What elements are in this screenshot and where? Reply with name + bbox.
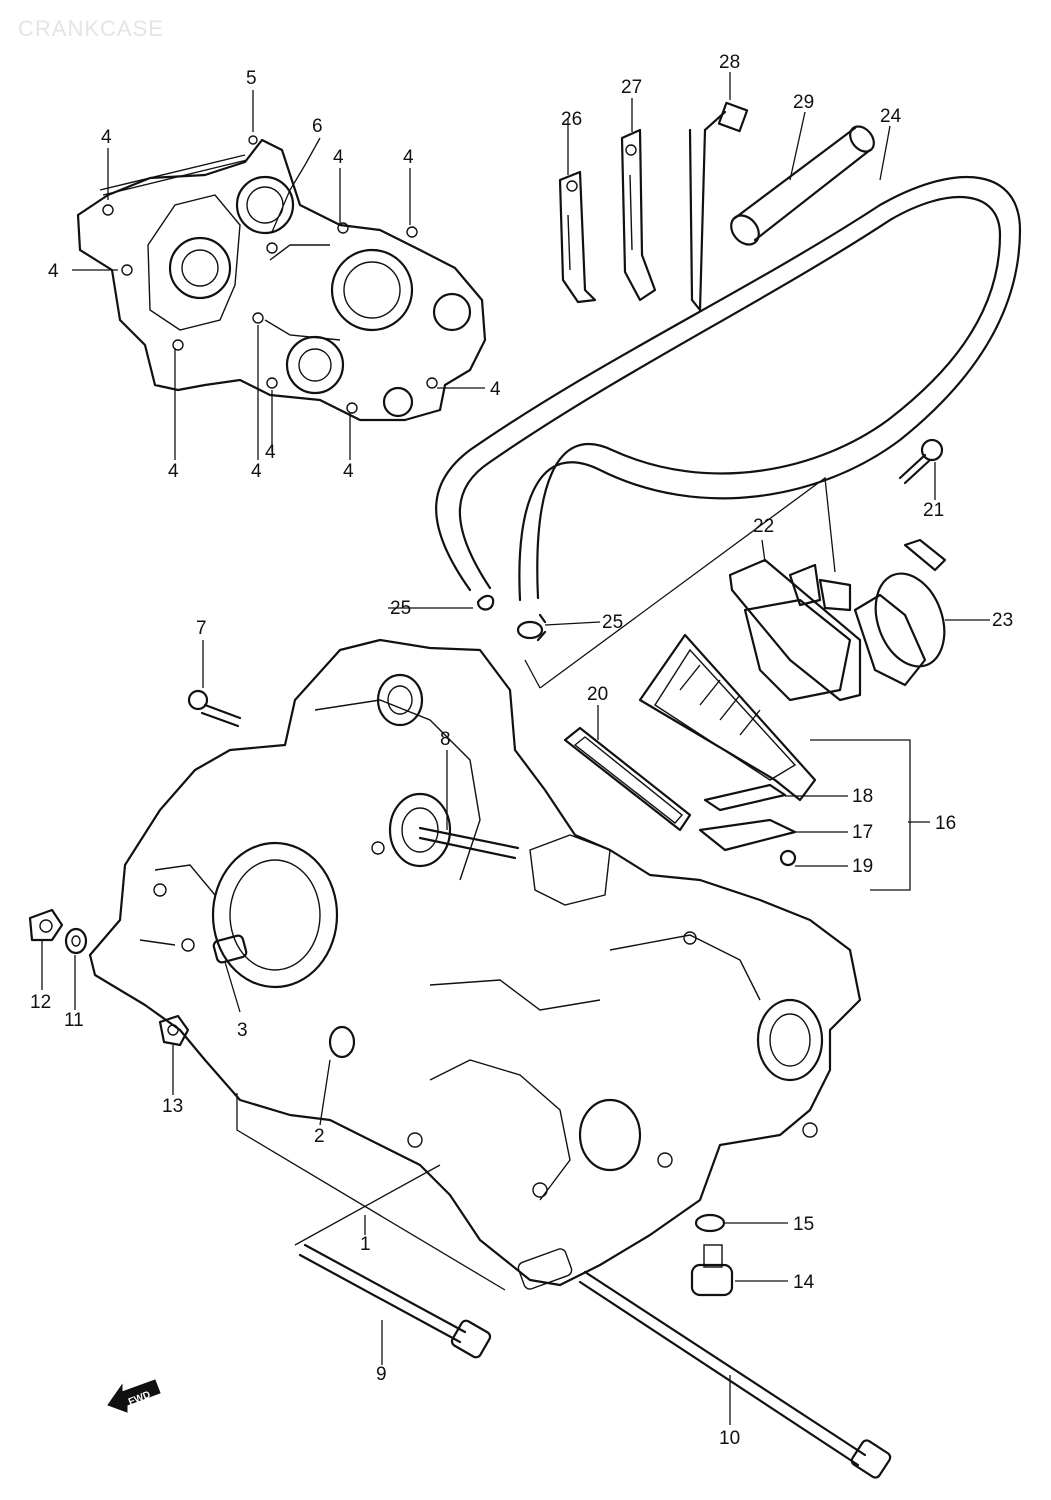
watermark-title: CRANKCASE — [18, 16, 164, 41]
o-ring-part-2 — [328, 1025, 356, 1059]
callout-4-d: 4 — [403, 147, 414, 168]
clamp-part-25 — [476, 594, 495, 611]
callout-4-i: 4 — [490, 379, 501, 400]
fitting-part-28 — [688, 101, 749, 312]
callout-4-b: 4 — [48, 261, 59, 282]
callout-12: 12 — [30, 992, 51, 1013]
reed-valve-assembly — [563, 538, 947, 852]
bracket-part-26 — [558, 170, 597, 304]
crankcase-half-view — [76, 135, 487, 422]
callout-15: 15 — [793, 1214, 814, 1235]
callout-23: 23 — [992, 610, 1013, 631]
callout-29: 29 — [793, 92, 814, 113]
callout-4-h: 4 — [343, 461, 354, 482]
dowel-part-3 — [212, 934, 248, 964]
callout-26: 26 — [561, 109, 582, 130]
callout-4-g: 4 — [265, 442, 276, 463]
callout-21: 21 — [923, 500, 944, 521]
nut-part-13 — [158, 1014, 190, 1047]
callout-labels: 5 6 4 4 4 4 4 4 4 4 4 7 8 20 26 27 28 29… — [30, 52, 1013, 1449]
callout-9: 9 — [376, 1364, 387, 1385]
callout-27: 27 — [621, 77, 642, 98]
washer-part-15 — [694, 1213, 726, 1233]
tube-part-29 — [730, 125, 875, 246]
callout-25-left: 25 — [390, 598, 411, 619]
bracket-part-27 — [620, 128, 657, 302]
hose-part-24 — [435, 175, 1022, 602]
nut-part-12 — [28, 908, 64, 942]
washer-part-11 — [64, 927, 88, 955]
callout-3: 3 — [237, 1020, 248, 1041]
callout-20: 20 — [587, 684, 608, 705]
plug-part-14 — [690, 1244, 734, 1297]
callout-8: 8 — [440, 729, 451, 750]
crankcase-assembly — [88, 638, 862, 1290]
callout-18: 18 — [852, 786, 873, 807]
forward-direction-arrow: FWD — [107, 1379, 161, 1413]
clamp-part-25b — [516, 613, 547, 642]
callout-6: 6 — [312, 116, 323, 137]
screw-part-19 — [779, 849, 797, 867]
callout-10: 10 — [719, 1428, 740, 1449]
leader-lines — [41, 72, 990, 1425]
callout-19: 19 — [852, 856, 873, 877]
callout-4-c: 4 — [333, 147, 344, 168]
stud-bolt-part-10 — [578, 1270, 892, 1479]
stud-bolt-part-9 — [298, 1243, 492, 1359]
callout-5: 5 — [246, 68, 257, 89]
callout-4-f: 4 — [251, 461, 262, 482]
callout-13: 13 — [162, 1096, 183, 1117]
bolt-part-7 — [187, 689, 242, 728]
callout-1: 1 — [360, 1234, 371, 1255]
pipe-part-8 — [418, 826, 520, 860]
callout-14: 14 — [793, 1272, 815, 1293]
callout-22: 22 — [753, 516, 774, 537]
callout-16: 16 — [935, 813, 956, 834]
callout-17: 17 — [852, 822, 873, 843]
callout-25-right: 25 — [602, 612, 623, 633]
callout-4-e: 4 — [168, 461, 179, 482]
callout-11: 11 — [64, 1010, 84, 1031]
callout-28: 28 — [719, 52, 740, 73]
callout-24: 24 — [880, 106, 902, 127]
bolt-part-21 — [898, 438, 944, 485]
callout-4-a: 4 — [101, 127, 112, 148]
callout-7: 7 — [196, 618, 207, 639]
callout-2: 2 — [314, 1126, 325, 1147]
